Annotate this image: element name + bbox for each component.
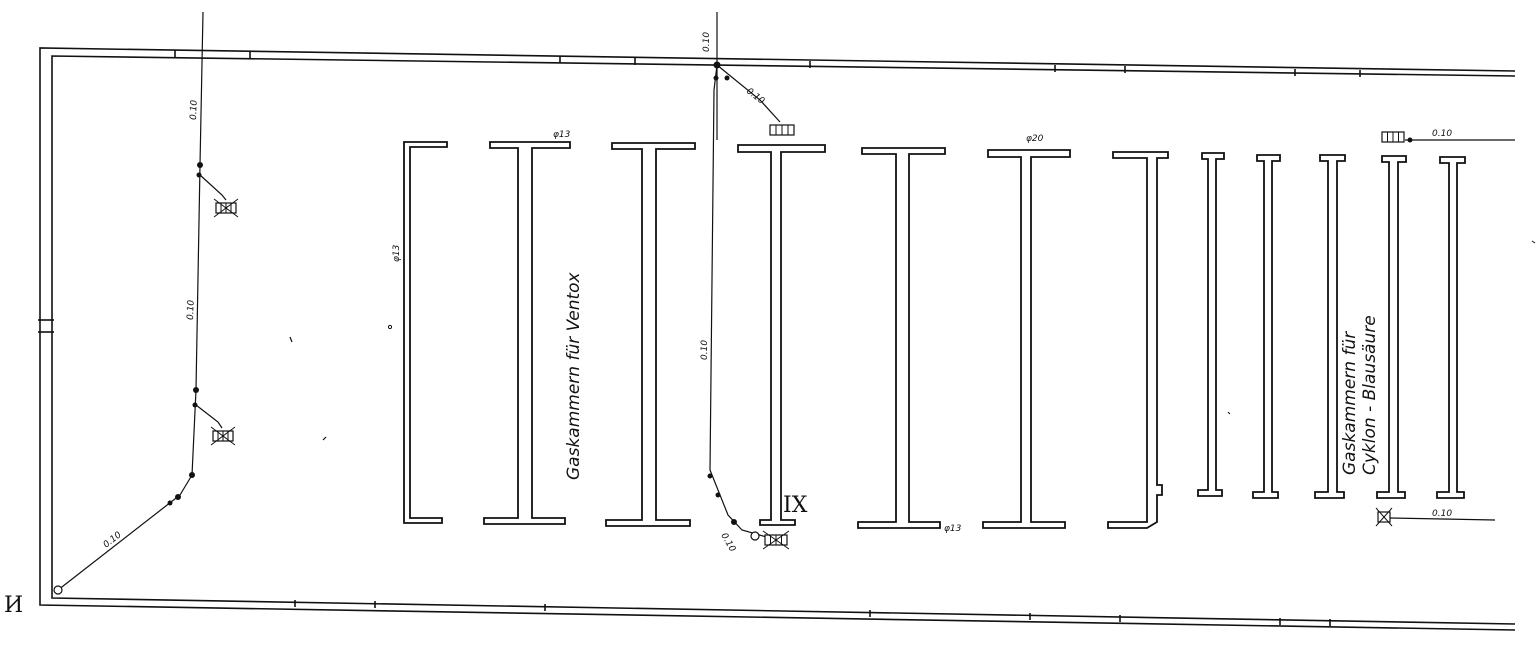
room-number: IX	[783, 493, 808, 518]
pipe-label: 0.10	[700, 340, 710, 360]
pipe-label: 0.10	[1432, 129, 1452, 139]
pipe-label: 0.10	[718, 532, 737, 555]
radiator-icon	[769, 124, 795, 136]
dimension-label: φ13	[553, 130, 571, 140]
pipe-right	[1389, 137, 1515, 521]
pipe-junction-icon	[1375, 507, 1393, 527]
pipe-label: 0.10	[1432, 509, 1452, 519]
zyklon-chamber-label-line2: Cyklon - Blausäure	[1360, 315, 1380, 475]
ventox-chamber-label: Gaskammern für Ventox	[564, 271, 584, 480]
pipe-middle	[707, 12, 781, 541]
radiator-icon	[762, 530, 790, 550]
dimension-label: φ13	[944, 524, 962, 534]
outer-walls	[38, 47, 1516, 631]
dimension-label: φ20	[1026, 134, 1044, 144]
radiator-icon	[213, 198, 239, 218]
radiator-icon	[210, 426, 236, 446]
radiator-icon	[1381, 131, 1405, 143]
pipe-label: 0.10	[702, 32, 712, 52]
partitions	[403, 141, 1466, 529]
stray-marks	[289, 240, 1536, 441]
pipe-left	[53, 11, 227, 595]
corner-mark: И	[4, 593, 23, 618]
pipe-label: 0.10	[186, 299, 197, 320]
zyklon-chamber-label-line1: Gaskammern für	[1340, 331, 1360, 475]
pipe-label: 0.10	[189, 99, 200, 120]
dimension-label: φ13	[392, 244, 402, 262]
